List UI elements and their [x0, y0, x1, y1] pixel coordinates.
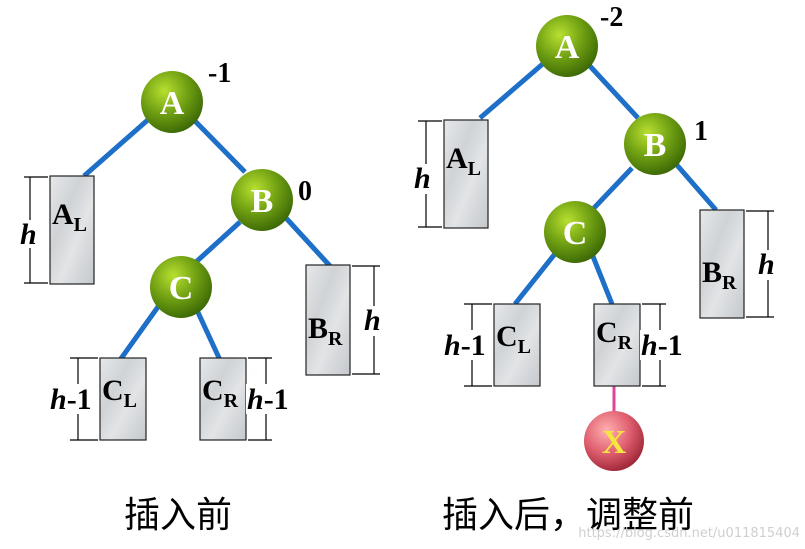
subtree-main: C [102, 374, 124, 407]
edge-a-al [82, 116, 152, 178]
height-suffix: -1 [264, 383, 289, 416]
balance-factor: -2 [600, 2, 623, 33]
edge-c-cl [513, 248, 560, 306]
subtree-main: C [596, 316, 618, 349]
svg-text:h: h [20, 218, 37, 251]
node-b: B 0 [231, 169, 312, 231]
svg-text:h-1: h-1 [444, 329, 486, 362]
node-label: B [644, 127, 667, 164]
node-c: C [544, 201, 606, 263]
height-label: h [364, 304, 381, 337]
subtree-cr: CR h-1 [199, 357, 294, 441]
subtree-sub: R [328, 328, 343, 350]
subtree-main: A [446, 142, 468, 175]
subtree-sub: L [518, 336, 531, 358]
svg-text:h: h [364, 304, 381, 337]
height-suffix: -1 [67, 383, 92, 416]
svg-text:AL: AL [52, 198, 87, 236]
svg-text:AL: AL [446, 142, 481, 180]
svg-text:BR: BR [308, 312, 343, 350]
diagram-after-insert: AL h BR h CL h-1 [410, 2, 782, 536]
edge-a-b [192, 118, 247, 174]
edge-b-c [194, 220, 242, 264]
subtree-sub: R [618, 332, 633, 354]
subtree-cr: CR h-1 [593, 303, 688, 387]
edge-b-c [592, 166, 634, 210]
subtree-br: BR h [305, 264, 386, 376]
balance-factor: -1 [208, 58, 231, 89]
height-label: h [444, 329, 461, 362]
svg-text:h-1: h-1 [50, 383, 92, 416]
svg-text:CL: CL [102, 374, 137, 412]
caption: 插入前 [124, 495, 232, 536]
subtree-main: B [308, 312, 328, 345]
balance-factor: 0 [298, 176, 312, 207]
edge-a-b [586, 62, 640, 120]
subtree-sub: R [722, 272, 737, 294]
balance-factor: 1 [694, 116, 708, 147]
svg-text:h-1: h-1 [641, 329, 683, 362]
node-label: A [555, 29, 580, 66]
node-label: X [602, 424, 627, 461]
diagram-before-insert: AL h BR h CL h-1 [16, 58, 386, 536]
subtree-al: AL h [410, 119, 489, 229]
height-label: h [20, 218, 37, 251]
svg-text:CR: CR [202, 374, 239, 412]
height-suffix: -1 [658, 329, 683, 362]
node-x-inserted: X [584, 411, 644, 471]
svg-text:BR: BR [702, 256, 737, 294]
node-a: A -1 [141, 58, 231, 133]
height-label: h [414, 162, 431, 195]
node-label: B [251, 183, 274, 220]
subtree-al: AL h [16, 175, 95, 285]
svg-text:h-1: h-1 [247, 383, 289, 416]
subtree-cl: CL h-1 [442, 303, 541, 387]
edge-c-cr [589, 253, 615, 305]
node-label: A [160, 85, 185, 122]
watermark: https://blog.csdn.net/u011815404 [578, 526, 800, 541]
edge-b-br [674, 162, 718, 212]
subtree-main: A [52, 198, 74, 231]
node-b: B 1 [624, 113, 708, 175]
edge-c-cl [117, 302, 163, 362]
caption: 插入后，调整前 [442, 495, 694, 536]
height-label: h [758, 248, 775, 281]
height-suffix: -1 [461, 329, 486, 362]
svg-text:h: h [414, 162, 431, 195]
subtree-sub: L [468, 158, 481, 180]
subtree-sub: L [74, 214, 87, 236]
height-label: h [641, 329, 658, 362]
svg-text:CR: CR [596, 316, 633, 354]
edge-b-br [284, 216, 332, 268]
subtree-br: BR h [699, 209, 782, 319]
subtree-sub: R [224, 390, 239, 412]
subtree-main: C [496, 320, 518, 353]
node-c: C [150, 256, 212, 318]
subtree-main: B [702, 256, 722, 289]
subtree-sub: L [124, 390, 137, 412]
height-label: h [50, 383, 67, 416]
edge-a-al [478, 60, 547, 120]
subtree-cl: CL h-1 [48, 357, 147, 441]
svg-text:h: h [758, 248, 775, 281]
node-label: C [563, 215, 588, 252]
node-label: C [169, 270, 194, 307]
height-label: h [247, 383, 264, 416]
subtree-main: C [202, 374, 224, 407]
node-a: A -2 [536, 2, 623, 77]
svg-text:CL: CL [496, 320, 531, 358]
edge-c-cr [193, 306, 223, 362]
